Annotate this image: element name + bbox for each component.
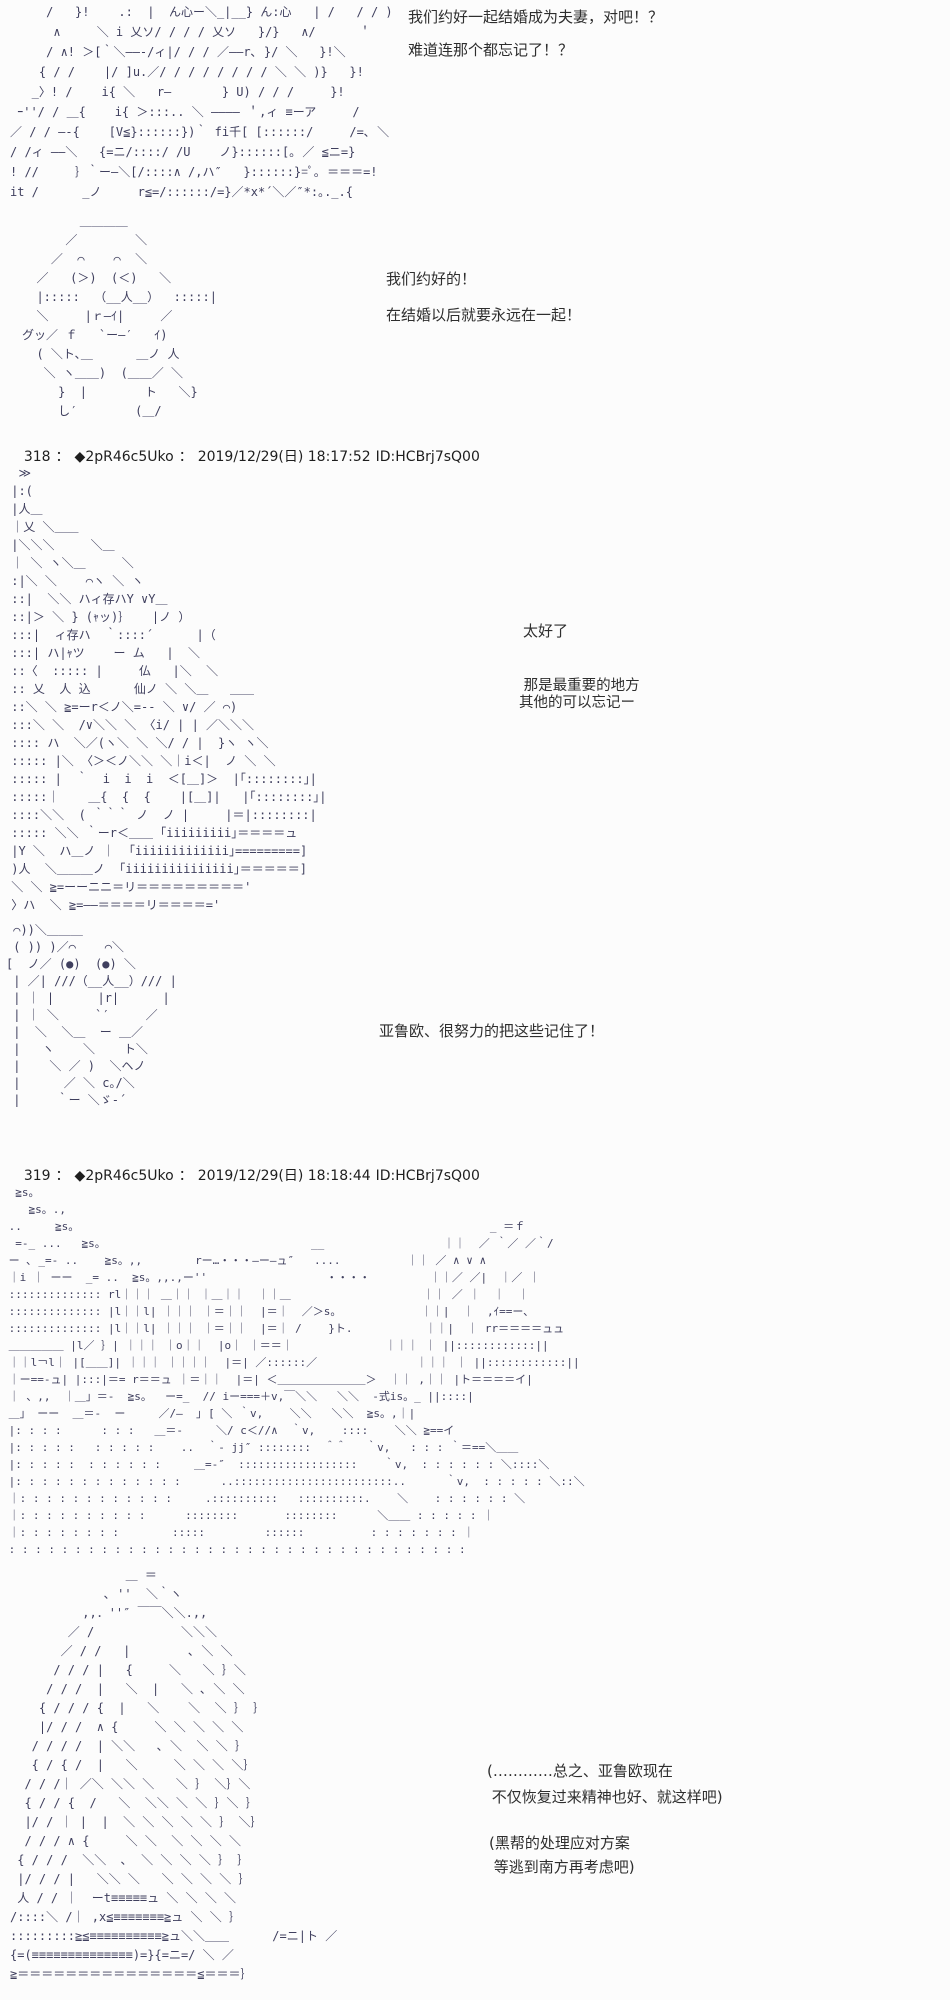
dialogue-important-place: 那是最重要的地方 其他的可以忘记ー — [519, 678, 640, 711]
ascii-art-cloaked-figure: ＿ ＝ ､ '' ＼｀ヽ ,,．''″ ￣￣＼＼.,, ／ / ＼＼＼ ／ / … — [10, 1568, 338, 1981]
tripcode: ◆2pR46c5Uko — [74, 1168, 174, 1184]
header-separator: ： — [55, 449, 70, 465]
post-datetime: 2019/12/29(日) 18:17:52 — [197, 449, 371, 465]
header-separator: ： — [178, 449, 193, 465]
dialogue-relief: 太好了 — [523, 622, 569, 640]
ascii-art-yaruo-grin-face: ＿＿＿＿ ／ ＼ ／ ⌒ ⌒ ＼ ／ (＞) (＜) ＼ |::::: （__人… — [22, 214, 217, 418]
poster-id: ID:HCBrj7sQ00 — [375, 449, 480, 465]
ascii-art-heroine-full: ≫ |:( |人＿ ｜乂 ＼＿＿ |＼＼＼ ＼＿ ｜ ＼ ヽ＼＿ ＼ :|＼ ＼… — [11, 466, 327, 912]
ascii-art-warehouse-scene: ≧s。 ≧s。., .. ≧s。 _ ＝ｆ =-_ ... ≧s。 __ ｜｜ … — [8, 1186, 585, 1556]
poster-id: ID:HCBrj7sQ00 — [375, 1168, 480, 1184]
post-number: 318 — [23, 449, 51, 465]
dialogue-monologue-recovery: (…………总之、亚鲁欧现在 不仅恢复过来精神也好、就这样吧) — [487, 1762, 723, 1806]
header-separator: ： — [55, 1168, 70, 1184]
ascii-art-yaruo-stare-face: ⌒))＼＿＿＿ ( )) )／⌒ ⌒＼ [ ノ／ (●) (●) ＼ | ／| … — [6, 923, 177, 1107]
dialogue-monologue-gang-plan: (黑帮的处理应对方案 等逃到南方再考虑吧) — [489, 1834, 635, 1876]
dialogue-marriage-vow: 我们约好一起结婚成为夫妻，对吧！？ 难道连那个都忘记了！？ — [408, 8, 664, 59]
post-number: 319 — [23, 1168, 51, 1184]
tripcode: ◆2pR46c5Uko — [74, 449, 174, 465]
dialogue-promise: 我们约好的！ 在结婚以后就要永远在一起！ — [386, 270, 582, 324]
ascii-art-heroine-embrace: / }! .: | ん心ー＼_|__} ん:心 | / / / ) ∧ ＼ i … — [10, 5, 393, 199]
dialogue-memorized: 亚鲁欧、很努力的把这些记住了！ — [379, 1022, 605, 1040]
header-separator: ： — [178, 1168, 193, 1184]
post-datetime: 2019/12/29(日) 18:18:44 — [197, 1168, 371, 1184]
